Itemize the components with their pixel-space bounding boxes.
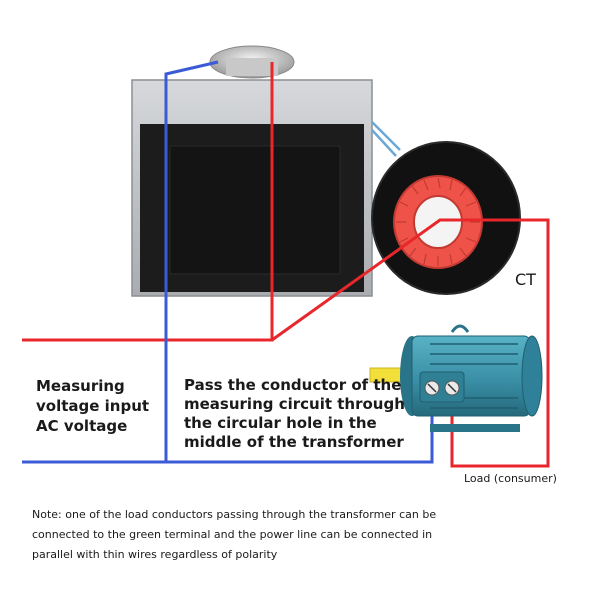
ct-lead-wires: [371, 121, 401, 157]
note-text: Note: one of the load conductors passing…: [32, 508, 437, 561]
load-label: Load (consumer): [464, 472, 557, 485]
live-wire: [22, 62, 550, 468]
panel-meter-icon: [131, 45, 373, 297]
pass-conductor-label: Pass the conductor of the measuring circ…: [184, 376, 405, 451]
current-transformer-icon: [371, 141, 521, 295]
measuring-voltage-label: Measuring voltage input AC voltage: [36, 377, 150, 435]
electric-motor-icon: [369, 324, 543, 432]
ct-label: CT: [515, 270, 536, 289]
